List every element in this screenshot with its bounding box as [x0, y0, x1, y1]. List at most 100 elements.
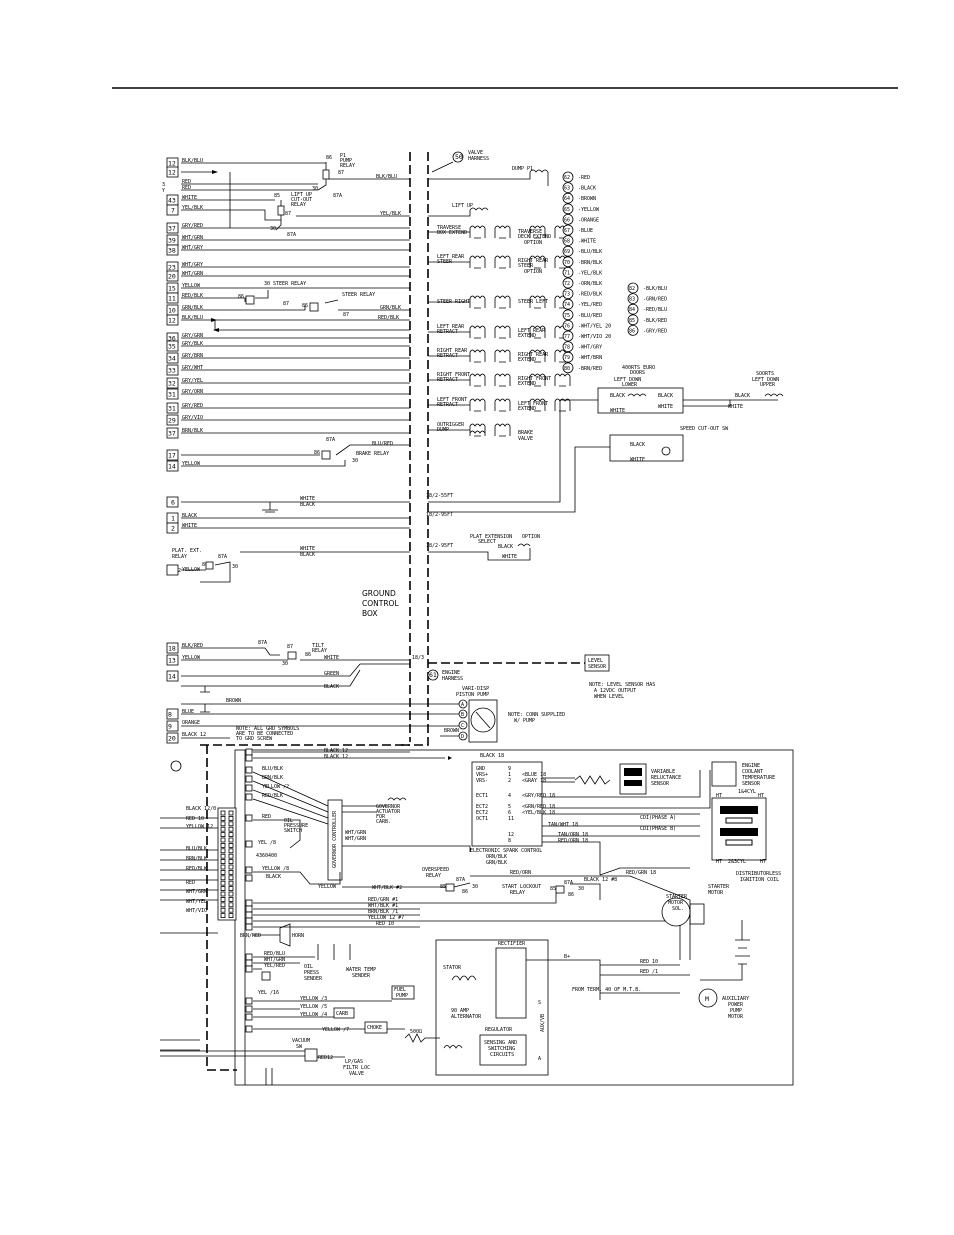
svg-text:ENGINE: ENGINE: [442, 670, 460, 676]
svg-text:87: 87: [287, 644, 293, 650]
svg-text:BLACK: BLACK: [324, 684, 339, 690]
color-key-label: -ORN/BLK: [578, 281, 602, 287]
svg-text:BLACK: BLACK: [266, 874, 281, 880]
svg-text:PUMP: PUMP: [340, 158, 352, 164]
harness-pin: [245, 917, 253, 925]
svg-text:BLACK: BLACK: [300, 502, 315, 508]
engine-wire-label: YELLOW 12: [186, 824, 213, 830]
terminal-wire-label: GRY/RED: [182, 223, 203, 229]
svg-text:IGNITION COIL: IGNITION COIL: [740, 877, 779, 883]
svg-text:HT: HT: [758, 793, 764, 799]
svg-text:87A: 87A: [333, 193, 342, 199]
connector-pin: [220, 897, 234, 902]
harness-pin: [245, 953, 253, 961]
terminal-number: 34: [168, 355, 176, 363]
connector-pin: [220, 913, 234, 918]
svg-text:LEVEL: LEVEL: [588, 658, 603, 664]
valve-coil: [469, 325, 486, 339]
svg-text:18/2-95FT: 18/2-95FT: [426, 512, 453, 518]
terminal-number: 43: [168, 197, 176, 205]
valve-coil: [529, 225, 546, 239]
svg-text:LOWER: LOWER: [622, 382, 638, 388]
terminal-wire-label: GRY/RED: [182, 403, 203, 409]
terminal-number: 20: [168, 273, 176, 281]
svg-text:87: 87: [283, 301, 289, 307]
terminal-number: 17: [168, 452, 176, 460]
svg-text:MOTOR: MOTOR: [668, 900, 684, 906]
valve-coil: [469, 430, 486, 434]
terminal-number: 10: [168, 307, 176, 315]
color-key-entry: 85-BLK/RED: [627, 314, 667, 326]
color-key-entry: 68-WHITE: [562, 235, 596, 247]
svg-text:LIFT UP: LIFT UP: [291, 192, 312, 198]
connector-pin: [220, 843, 234, 848]
color-key-label: -RED: [578, 175, 590, 181]
harness-pin: [245, 840, 253, 848]
left-terminal: 34 GRY/BRN: [166, 352, 203, 364]
svg-text:BRN/BLK: BRN/BLK: [262, 775, 283, 781]
svg-text:WHT/GRN: WHT/GRN: [345, 836, 366, 842]
color-key-label: -GRY/RED: [643, 328, 667, 334]
svg-text:RELAY: RELAY: [340, 163, 355, 169]
harness-pin: [245, 911, 253, 919]
svg-text:RED/BLK: RED/BLK: [378, 315, 399, 321]
terminal-number: Y: [162, 188, 165, 194]
connector-pin: [220, 848, 234, 854]
svg-text:ACTUATOR: ACTUATOR: [376, 809, 401, 815]
engine-coolant-sensor: ENGINE COOLANT TEMPERATURE SENSOR: [711, 761, 775, 787]
svg-text:NOTE: CONN SUPPLIED: NOTE: CONN SUPPLIED: [508, 712, 565, 718]
harness-pin: [245, 793, 253, 801]
svg-text:EXTEND: EXTEND: [518, 381, 536, 387]
svg-text:SENDER: SENDER: [304, 976, 323, 982]
valve-harness-number: [452, 151, 464, 163]
connector-pin: [220, 864, 234, 870]
svg-text:YELLOW /2: YELLOW /2: [262, 784, 289, 790]
svg-text:85: 85: [550, 886, 556, 892]
svg-text:2: 2: [178, 568, 181, 574]
svg-text:TAN/WHT 18: TAN/WHT 18: [548, 822, 578, 828]
svg-text:ALTERNATOR: ALTERNATOR: [451, 1014, 482, 1020]
color-key-number: 82: [629, 286, 635, 292]
svg-text:SPEED CUT-OUT SW: SPEED CUT-OUT SW: [680, 426, 729, 432]
svg-text:30 STEER RELAY: 30 STEER RELAY: [264, 281, 306, 287]
svg-text:CONTROL: CONTROL: [362, 599, 399, 608]
svg-text:LEFT DOWN: LEFT DOWN: [752, 377, 779, 383]
valve-coil: [494, 295, 511, 309]
svg-text:30: 30: [282, 661, 288, 667]
svg-text:TRAVERSE: TRAVERSE: [437, 225, 461, 231]
svg-text:FILTR LOC: FILTR LOC: [343, 1065, 370, 1071]
svg-text:DISTRIBUTORLESS: DISTRIBUTORLESS: [736, 871, 781, 877]
tilt-relay: 87A 87 TILT RELAY 30 86 BLK/RED YELLOW W…: [181, 640, 655, 700]
svg-text:CHOKE: CHOKE: [367, 1025, 382, 1031]
terminal-wire-label: BRN/BLK: [182, 428, 203, 434]
connector-pin: [220, 875, 234, 881]
svg-text:BOX: BOX: [362, 609, 378, 618]
color-key-number: 67: [564, 228, 570, 234]
horn-and-senders: BRN/RED HORN RED/BLU WHT/GRN YEL/RED YEL…: [160, 923, 440, 1077]
svg-text:HT: HT: [760, 859, 766, 865]
svg-text:DECK EXTEND: DECK EXTEND: [518, 234, 551, 240]
svg-text:WHITE: WHITE: [300, 546, 315, 552]
terminal-wire-label: GRY/BRN: [182, 353, 203, 359]
terminal-wire-label: GRY/WHT: [182, 365, 203, 371]
variable-reluctance-sensor: VARIABLE RELUCTANCE SENSOR: [619, 763, 681, 795]
color-key-number: 85: [629, 318, 635, 324]
svg-text:BLU/RED: BLU/RED: [372, 441, 393, 447]
connector-pin: [220, 902, 234, 908]
svg-text:BRAKE RELAY: BRAKE RELAY: [356, 451, 389, 457]
left-terminal: 6: [166, 496, 179, 508]
svg-text:BLACK 12: BLACK 12: [324, 754, 348, 760]
start-lockout-relay: START LOCKOUT RELAY 85 87A 30 86 BLACK 1…: [253, 877, 681, 960]
svg-text:HT: HT: [716, 793, 722, 799]
brake-relay: 87A 86 30 BRAKE RELAY BLU/RED: [181, 437, 410, 467]
valve-left-rear-steer: LEFT REAR STEER RIGHT REAR STEER OPTION: [437, 254, 549, 275]
terminal-wire-label: WHT/GRY: [182, 245, 203, 251]
color-key-number: 71: [564, 270, 570, 276]
svg-text:RELUCTANCE: RELUCTANCE: [651, 775, 681, 781]
svg-text:WHITE: WHITE: [300, 496, 315, 502]
svg-text:TAN/ORN 18: TAN/ORN 18: [558, 832, 588, 838]
color-key-number: 73: [564, 292, 570, 298]
